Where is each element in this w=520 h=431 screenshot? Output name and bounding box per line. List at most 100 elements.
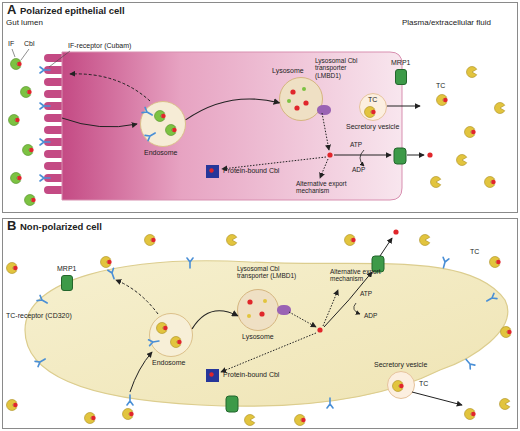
- tc-apo: [494, 103, 504, 114]
- annotation-label: Alternative export mechanism: [330, 268, 392, 283]
- bound-cobalamin-dot: [209, 372, 213, 376]
- annotation-label: ATP: [350, 141, 362, 148]
- free-cobalamin: [303, 100, 308, 105]
- export-arrow: [380, 238, 392, 256]
- tc-fragment: [263, 299, 267, 303]
- node-label: Lysosome: [272, 67, 304, 75]
- tc-cbl-complex: [156, 323, 167, 334]
- cd320-receptor: [464, 357, 475, 369]
- lysosome-circle: Lysosome: [279, 77, 323, 121]
- annotation-label: Plasma/extracellular fluid: [402, 18, 491, 27]
- atp-hydrolysis-arrow: [354, 303, 360, 314]
- free-cobalamin: [290, 89, 295, 94]
- free-cobalamin: [393, 229, 398, 234]
- if-cbl-complex: [10, 59, 21, 70]
- free-cobalamin: [327, 152, 332, 157]
- cubam-receptor: [142, 107, 154, 117]
- uptake-arrow: [130, 352, 152, 392]
- tc-cbl-complex: [100, 257, 111, 268]
- free-cobalamin: [259, 311, 264, 316]
- tc-cbl-complex: [84, 413, 95, 424]
- cd320-receptor: [187, 258, 193, 268]
- node-label: Lysosomal Cbl transporter (LMBD1): [237, 265, 297, 280]
- if-cbl-complex: [20, 87, 31, 98]
- panel-title: Non-polarized cell: [20, 222, 102, 233]
- cd320-receptor: [108, 268, 117, 279]
- tc-cbl-complex: [6, 400, 17, 411]
- if-cbl-complex: [154, 111, 165, 122]
- tc-cbl-complex: [484, 177, 495, 188]
- panel-letter: A: [7, 3, 16, 18]
- endosome-circle: Endosome: [149, 313, 193, 357]
- binding-arrow: [222, 157, 326, 169]
- node-label: Protein-bound Cbl: [223, 167, 279, 175]
- if-fragment: [287, 99, 291, 103]
- cubam-receptor: [145, 130, 157, 140]
- transporter-barrel: MRP1: [395, 69, 407, 85]
- recycling-arrow: [116, 280, 158, 314]
- annotation-label: TC: [436, 82, 445, 90]
- node-label: Lysosome: [242, 333, 274, 341]
- tc-apo: [419, 235, 429, 246]
- tc-apo: [244, 415, 254, 426]
- free-cobalamin: [294, 105, 299, 110]
- vesicle-circle: TCSecretory vesicle: [387, 371, 415, 399]
- cd320-receptor: [149, 338, 160, 346]
- tc-cbl-complex: [464, 409, 475, 420]
- annotation-label: IF-receptor (Cubam): [68, 42, 131, 50]
- panel-box: BNon-polarized cellMRP1EndosomeLysosomeL…: [2, 218, 518, 429]
- mrp1-transporter: [394, 148, 406, 164]
- cd320-receptor: [327, 398, 333, 408]
- node-label: Endosome: [144, 149, 177, 157]
- transporter-symbol: Lysosomal Cbl transporter (LMBD1): [277, 305, 291, 315]
- annotation-label: Gut lumen: [6, 18, 43, 27]
- panel-letter: B: [7, 219, 16, 234]
- lysosome-circle: Lysosome: [237, 289, 279, 331]
- transport-arrow: [322, 113, 329, 150]
- free-cobalamin: [247, 299, 252, 304]
- cubam-receptor: [40, 139, 50, 145]
- transporter-symbol: Lysosomal Cbl transporter (LMBD1): [317, 105, 331, 115]
- export-arrow: [334, 155, 391, 156]
- cubam-receptor: [40, 103, 50, 109]
- tc-cbl-complex: [436, 95, 447, 106]
- node-label: TC: [419, 380, 428, 388]
- cd320-receptor: [127, 395, 133, 405]
- cd320-receptor: [441, 257, 449, 268]
- free-cobalamin: [317, 327, 322, 332]
- annotation-label: ADP: [352, 166, 365, 173]
- tc-cbl-complex: [464, 127, 475, 138]
- binding-arrow: [221, 333, 316, 372]
- tc-cbl-complex: [392, 381, 403, 392]
- bound-cobalamin-dot: [209, 168, 213, 172]
- secretion-arrow: [387, 106, 420, 107]
- protein-square: Protein-bound Cbl: [206, 369, 219, 382]
- tc-cbl-complex: [122, 409, 133, 420]
- annotation-label: TC-receptor (CD320): [6, 312, 72, 320]
- trafficking-arrow: [192, 311, 238, 329]
- leader-line: [49, 51, 70, 67]
- node-label: MRP1: [57, 265, 76, 273]
- endosome-circle: Endosome: [140, 101, 186, 147]
- panel-title: Polarized epithelial cell: [20, 6, 125, 17]
- node-label: Endosome: [152, 359, 185, 367]
- protein-square: Protein-bound Cbl: [206, 165, 219, 178]
- trafficking-arrow: [186, 99, 280, 120]
- mrp1-transporter: [226, 396, 238, 412]
- annotation-label: TC: [470, 248, 479, 256]
- if-cbl-complex: [8, 115, 19, 126]
- tc-cbl-complex: [294, 415, 305, 426]
- node-label: Secretory vesicle: [346, 123, 399, 131]
- cd320-receptor: [37, 295, 49, 305]
- node-label: Secretory vesicle: [374, 361, 427, 369]
- cubam-receptor: [40, 175, 50, 181]
- annotation-label: Cbl: [24, 40, 35, 48]
- tc-fragment: [247, 314, 251, 318]
- non-polarized-cell-body: [25, 261, 508, 406]
- cd320-receptor: [35, 356, 47, 366]
- if-cbl-complex: [10, 173, 21, 184]
